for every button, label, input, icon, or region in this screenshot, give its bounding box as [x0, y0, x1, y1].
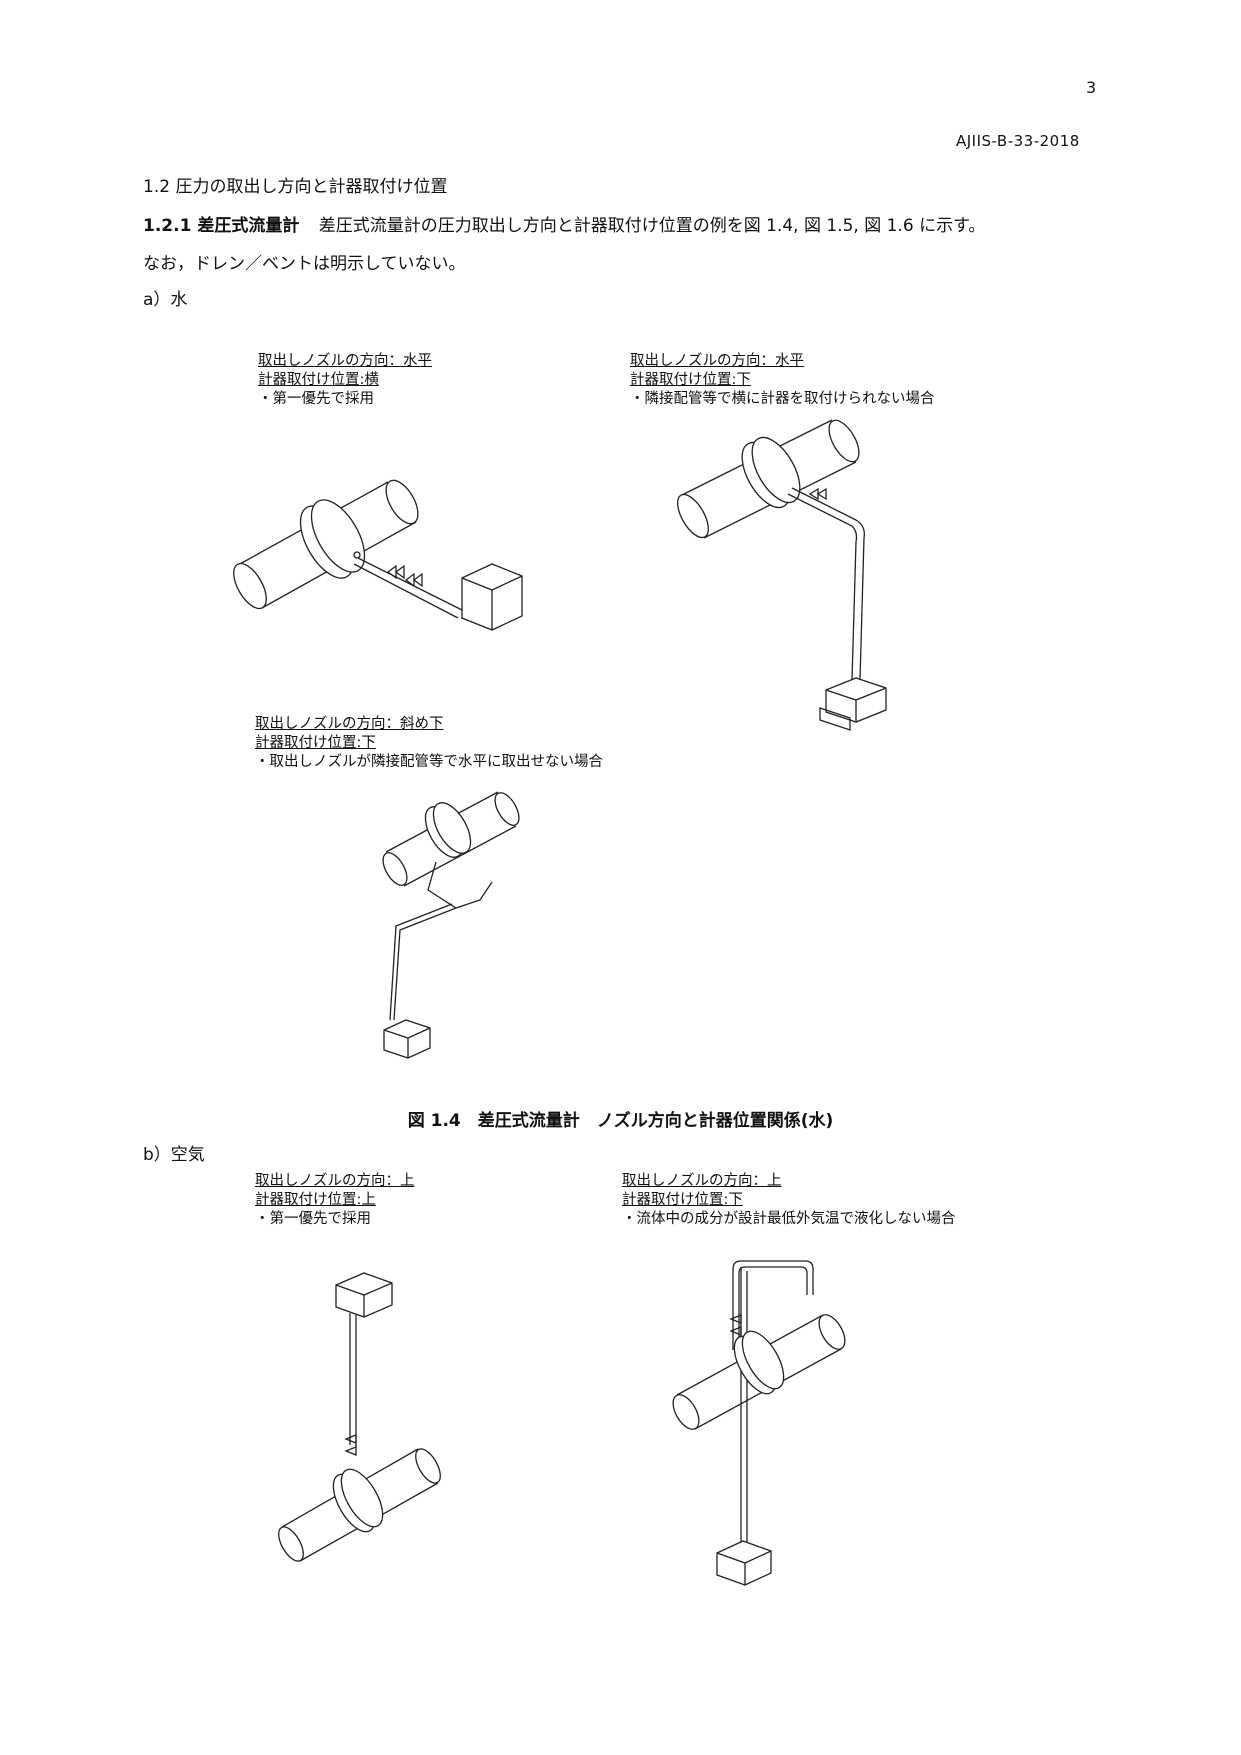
meter-position: 計器取付け位置:下	[630, 372, 751, 388]
subsection-text: 差圧式流量計の圧力取出し方向と計器取付け位置の例を図 1.4, 図 1.5, 図…	[318, 216, 986, 236]
impulse-line-icon	[389, 861, 493, 1021]
meter-box-icon	[716, 1540, 772, 1586]
figure-caption: 図 1.4 差圧式流量計 ノズル方向と計器位置関係(水)	[407, 1111, 834, 1131]
standard-id: AJIIS-B-33-2018	[956, 132, 1080, 150]
air-diagram-2-illustration	[672, 1260, 846, 1586]
air-diagram-2-caption: 取出しノズルの方向：上 計器取付け位置:下 ・流体中の成分が設計最低外気温で液化…	[622, 1172, 956, 1229]
usage-note: ・第一優先で採用	[255, 1211, 371, 1227]
orifice-flange-icon	[332, 1468, 384, 1533]
air-diagram-1-illustration	[278, 1272, 441, 1562]
water-diagram-1-illustration	[233, 479, 523, 631]
orifice-flange-icon	[741, 436, 801, 509]
orifice-flange-icon	[424, 802, 472, 858]
section-heading: 1.2 圧力の取出し方向と計器取付け位置	[143, 177, 448, 197]
usage-note: ・取出しノズルが隣接配管等で水平に取出せない場合	[255, 754, 603, 770]
meter-position: 計器取付け位置:下	[622, 1192, 743, 1208]
subsection-title: 1.2.1 差圧式流量計	[143, 216, 300, 236]
subsection-line: 1.2.1 差圧式流量計 差圧式流量計の圧力取出し方向と計器取付け位置の例を図 …	[143, 211, 985, 236]
usage-note: ・第一優先で採用	[258, 391, 374, 407]
impulse-line-icon	[344, 1313, 357, 1456]
nozzle-direction: 取出しノズルの方向：水平	[630, 353, 804, 369]
impulse-line-icon	[729, 1260, 814, 1550]
water-diagram-2-illustration	[677, 419, 887, 731]
meter-box-icon	[461, 563, 523, 631]
impulse-line-icon	[353, 557, 463, 619]
meter-box-icon	[335, 1272, 393, 1318]
pipe-icon	[382, 791, 520, 887]
section-note: なお，ドレン／ベントは明示していない。	[143, 254, 466, 274]
water-diagram-3-illustration	[382, 791, 520, 1059]
meter-box-icon	[819, 677, 887, 731]
meter-position: 計器取付け位置:横	[258, 372, 379, 388]
water-diagram-2-caption: 取出しノズルの方向：水平 計器取付け位置:下 ・隣接配管等で横に計器を取付けられ…	[630, 352, 935, 409]
nozzle-direction: 取出しノズルの方向：水平	[258, 353, 432, 369]
meter-position: 計器取付け位置:下	[255, 735, 376, 751]
orifice-flange-icon	[733, 1330, 785, 1395]
meter-position: 計器取付け位置:上	[255, 1192, 376, 1208]
impulse-line-icon	[787, 487, 865, 681]
page-number: 3	[1086, 78, 1097, 97]
nozzle-direction: 取出しノズルの方向：上	[255, 1173, 415, 1189]
air-diagram-1-caption: 取出しノズルの方向：上 計器取付け位置:上 ・第一優先で採用	[255, 1172, 415, 1229]
nozzle-direction: 取出しノズルの方向：上	[622, 1173, 782, 1189]
water-diagram-1-caption: 取出しノズルの方向：水平 計器取付け位置:横 ・第一優先で採用	[258, 352, 432, 409]
air-label: b）空気	[143, 1145, 205, 1165]
usage-note: ・流体中の成分が設計最低外気温で液化しない場合	[622, 1211, 956, 1227]
water-label: a）水	[143, 290, 188, 310]
orifice-flange-icon	[299, 499, 366, 579]
nozzle-direction: 取出しノズルの方向：斜め下	[255, 716, 444, 732]
meter-box-icon	[383, 1019, 431, 1059]
usage-note: ・隣接配管等で横に計器を取付けられない場合	[630, 391, 935, 407]
water-diagram-3-caption: 取出しノズルの方向：斜め下 計器取付け位置:下 ・取出しノズルが隣接配管等で水平…	[255, 715, 603, 772]
